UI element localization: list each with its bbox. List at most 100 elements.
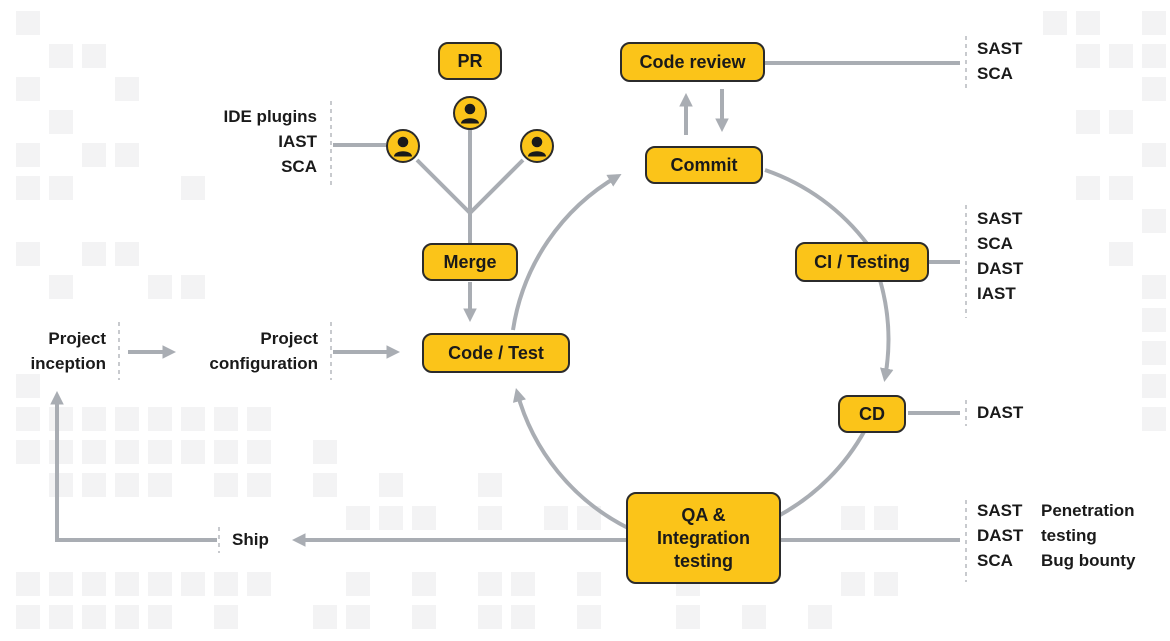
background-square: [478, 473, 502, 497]
arc-commit-to-ci: [764, 168, 870, 247]
background-square: [82, 572, 106, 596]
background-square: [346, 605, 370, 629]
code-test-node: Code / Test: [422, 333, 570, 373]
ci-tool-item: SCA: [977, 234, 1013, 253]
background-square: [1142, 44, 1166, 68]
background-square: [214, 572, 238, 596]
background-square: [214, 407, 238, 431]
background-square: [1109, 176, 1133, 200]
background-square: [82, 44, 106, 68]
background-square: [313, 605, 337, 629]
background-square: [412, 506, 436, 530]
background-square: [1142, 209, 1166, 233]
arc-cd-to-qa: [779, 429, 867, 517]
ci-tool-item: SAST: [977, 209, 1023, 228]
qa-tools-label: SAST DAST SCA: [977, 498, 1023, 573]
background-square: [181, 176, 205, 200]
background-square: [49, 473, 73, 497]
background-square: [49, 176, 73, 200]
background-square: [49, 605, 73, 629]
background-square: [1142, 143, 1166, 167]
project-configuration-line: Project: [260, 329, 318, 348]
background-square: [478, 605, 502, 629]
background-square: [115, 77, 139, 101]
background-square: [16, 143, 40, 167]
background-square: [115, 440, 139, 464]
background-square: [1142, 77, 1166, 101]
background-square: [82, 440, 106, 464]
background-square: [115, 407, 139, 431]
background-square: [511, 572, 535, 596]
background-square: [379, 473, 403, 497]
background-square: [49, 110, 73, 134]
background-square: [49, 44, 73, 68]
code-review-tools-label: SAST SCA: [977, 36, 1022, 86]
background-square: [115, 473, 139, 497]
background-square: [511, 605, 535, 629]
background-square: [49, 275, 73, 299]
background-square: [16, 374, 40, 398]
ci-testing-node: CI / Testing: [795, 242, 929, 282]
background-square: [214, 473, 238, 497]
background-square: [247, 473, 271, 497]
background-square: [1142, 308, 1166, 332]
review-tool-item: SCA: [977, 64, 1013, 83]
qa-extra-item: testing: [1041, 526, 1097, 545]
background-square: [49, 572, 73, 596]
background-square: [313, 440, 337, 464]
background-square: [82, 605, 106, 629]
qa-integration-node: QA & Integration testing: [626, 492, 781, 584]
qa-extra-item: Penetration: [1041, 501, 1135, 520]
ide-tool-item: SCA: [281, 157, 317, 176]
background-square: [82, 473, 106, 497]
commit-node: Commit: [645, 146, 763, 184]
background-square: [214, 440, 238, 464]
background-square: [148, 440, 172, 464]
project-inception-line: inception: [30, 354, 106, 373]
background-square: [313, 473, 337, 497]
cd-tools-label: DAST: [977, 400, 1023, 425]
ide-tools-label: IDE plugins IAST SCA: [224, 104, 318, 179]
background-square: [1142, 341, 1166, 365]
background-square: [841, 572, 865, 596]
background-square: [1109, 242, 1133, 266]
person-icon: [386, 129, 420, 163]
background-square: [841, 506, 865, 530]
background-square: [16, 605, 40, 629]
ci-tool-item: DAST: [977, 259, 1024, 278]
background-square: [82, 143, 106, 167]
background-square: [247, 440, 271, 464]
arc-codetest-to-commit: [511, 173, 622, 331]
background-square: [1076, 176, 1100, 200]
background-square: [874, 572, 898, 596]
background-square: [1142, 374, 1166, 398]
background-square: [1076, 44, 1100, 68]
background-square: [1076, 110, 1100, 134]
background-square: [49, 440, 73, 464]
ide-tool-item: IAST: [278, 132, 317, 151]
background-square: [1109, 44, 1133, 68]
pr-node: PR: [438, 42, 502, 80]
cd-node: CD: [838, 395, 906, 433]
background-square: [247, 572, 271, 596]
background-square: [16, 572, 40, 596]
background-square: [346, 572, 370, 596]
background-square: [16, 440, 40, 464]
background-square: [808, 605, 832, 629]
background-square: [1109, 110, 1133, 134]
background-square: [148, 572, 172, 596]
background-square: [346, 506, 370, 530]
background-square: [742, 605, 766, 629]
qa-tool-item: SCA: [977, 551, 1013, 570]
background-square: [148, 275, 172, 299]
background-square: [16, 77, 40, 101]
background-square: [577, 572, 601, 596]
background-square: [181, 275, 205, 299]
qa-line-2: Integration: [657, 527, 750, 548]
background-square: [1142, 275, 1166, 299]
background-square: [1142, 11, 1166, 35]
arrow-ship-to-inception: [50, 390, 217, 542]
qa-extra-label: Penetration testing Bug bounty: [1041, 498, 1135, 573]
background-square: [115, 605, 139, 629]
